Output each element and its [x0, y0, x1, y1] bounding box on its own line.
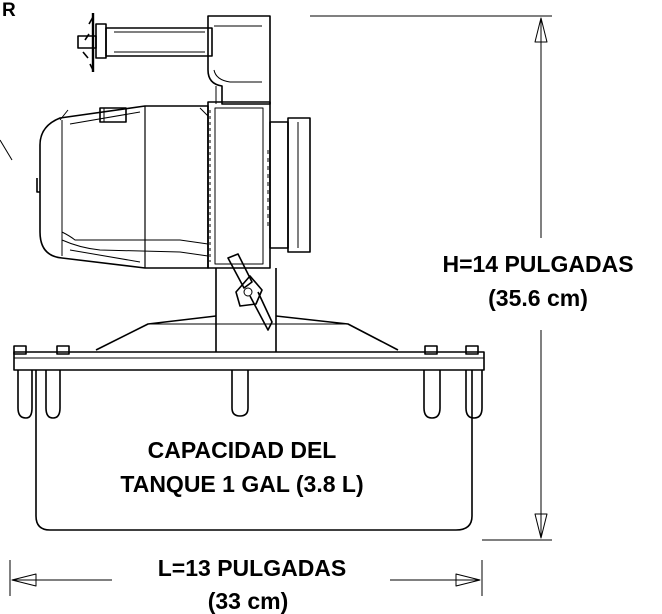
leader-line [0, 139, 13, 161]
motor-housing [207, 101, 311, 269]
length-label-line1: L=13 PULGADAS [158, 555, 347, 581]
base-legs [17, 370, 483, 419]
tank-capacity-line2: TANQUE 1 GAL (3.8 L) [120, 471, 363, 497]
tilt-knob [227, 253, 273, 331]
tank-capacity-line1: CAPACIDAD DEL [148, 437, 337, 463]
height-dimension [310, 15, 552, 541]
base-plate [13, 345, 485, 371]
corner-label: R [2, 0, 16, 21]
pedestal [95, 268, 399, 352]
height-label-line2: (35.6 cm) [488, 285, 588, 311]
mounting-clip [77, 13, 213, 72]
fan-guard [36, 105, 209, 269]
height-label-line1: H=14 PULGADAS [442, 251, 633, 277]
length-label-line2: (33 cm) [208, 588, 289, 614]
length-dimension [9, 560, 483, 596]
support-arm [207, 15, 271, 105]
water-tank [35, 370, 473, 531]
